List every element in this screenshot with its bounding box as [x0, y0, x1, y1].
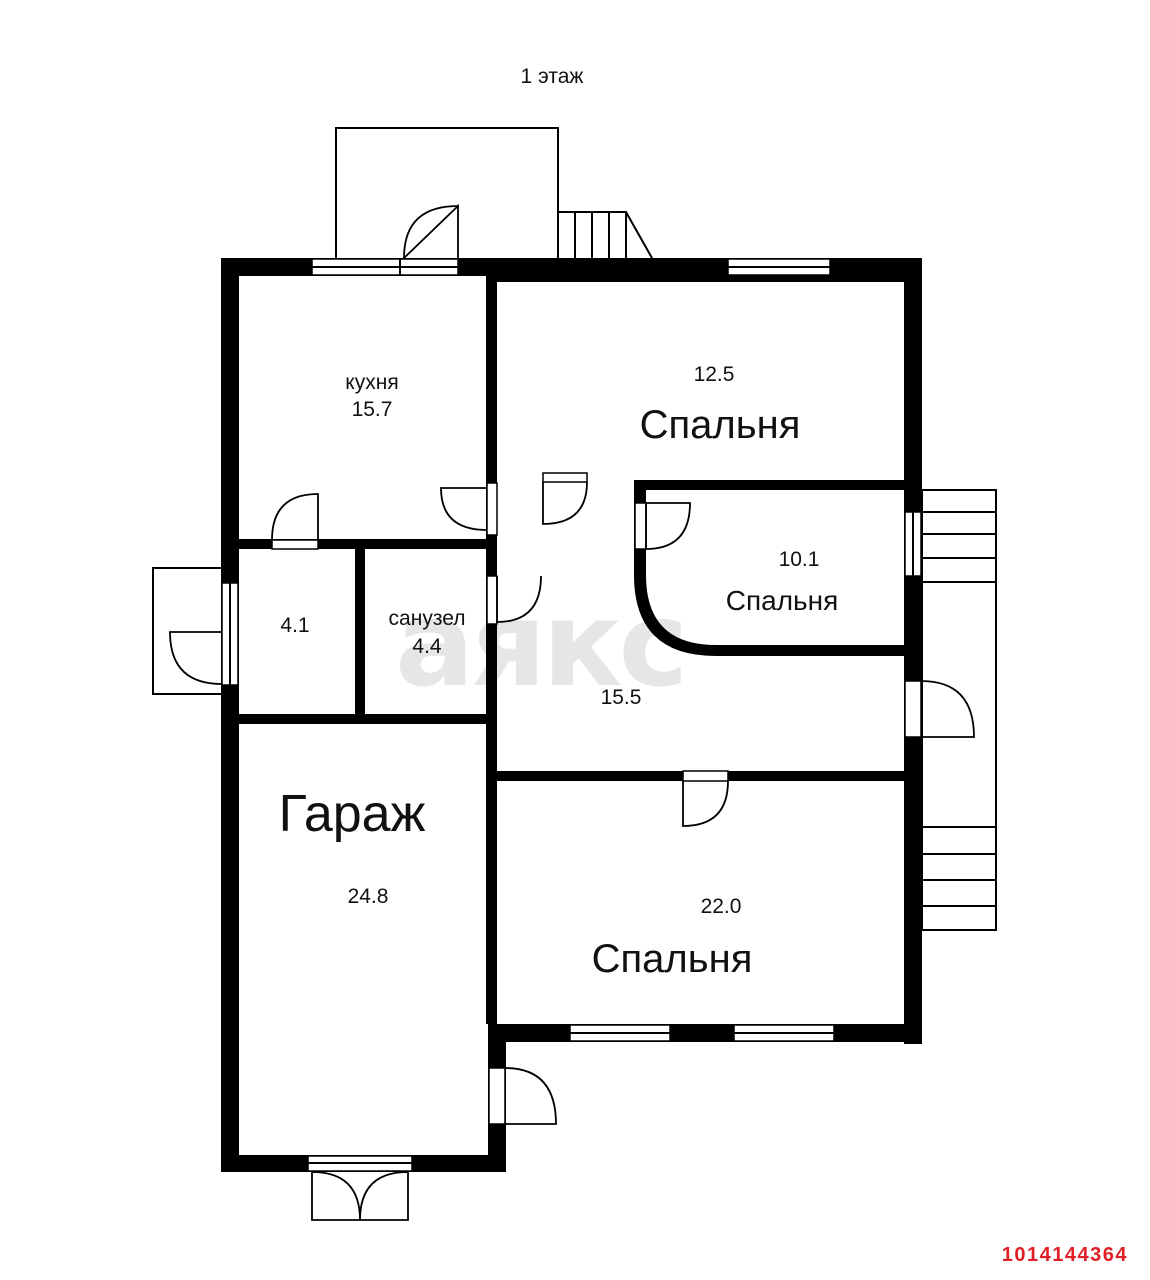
- window-bedroom-bottom-2: [733, 1024, 835, 1042]
- door-bedroom-middle: [634, 502, 691, 550]
- top-steps: [557, 211, 653, 261]
- bedroom-bottom-name: Спальня: [592, 937, 753, 981]
- window-bedroom-top: [727, 258, 831, 276]
- door-bedroom-bottom: [682, 770, 729, 827]
- windows: [221, 258, 922, 1172]
- door-kitchen-entrance: [403, 203, 459, 259]
- bedroom-middle-area: 10.1: [779, 548, 820, 571]
- bedroom-top-name: Спальня: [640, 403, 801, 447]
- bedroom-top-area: 12.5: [694, 363, 735, 386]
- window-bedroom-middle: [904, 511, 922, 577]
- right-terrace: [921, 489, 997, 931]
- right-steps-upper: [922, 511, 996, 583]
- right-steps-lower: [922, 826, 996, 907]
- door-bathroom: [486, 575, 542, 625]
- bathroom-area: 4.4: [412, 635, 442, 658]
- door-kitchen-storage: [271, 493, 319, 550]
- bedroom-bottom-area: 22.0: [701, 895, 742, 918]
- window-kitchen-top: [311, 258, 459, 276]
- door-garage-side: [488, 1067, 557, 1125]
- listing-id: 1014144364: [1001, 1244, 1128, 1266]
- garage-gate-frame: [307, 1155, 413, 1172]
- garage-name: Гараж: [279, 785, 426, 843]
- door-hall-bedroom-top: [542, 472, 588, 525]
- window-bedroom-bottom-1: [569, 1024, 671, 1042]
- window-storage-left: [221, 582, 239, 686]
- kitchen-name: кухня: [345, 371, 398, 394]
- bathroom-name: санузел: [389, 607, 466, 630]
- garage-area: 24.8: [348, 885, 389, 908]
- top-porch: [335, 127, 559, 261]
- garage-gate: [311, 1171, 409, 1221]
- curved-wall: [634, 482, 904, 656]
- bedroom-middle-name: Спальня: [726, 585, 839, 616]
- door-hall-terrace: [904, 680, 975, 738]
- floor-title: 1 этаж: [521, 65, 584, 88]
- door-storage-exterior: [169, 631, 223, 685]
- kitchen-area: 15.7: [352, 398, 393, 421]
- storage-area: 4.1: [280, 614, 309, 637]
- door-kitchen-hall: [440, 482, 498, 536]
- hall-area: 15.5: [601, 686, 642, 709]
